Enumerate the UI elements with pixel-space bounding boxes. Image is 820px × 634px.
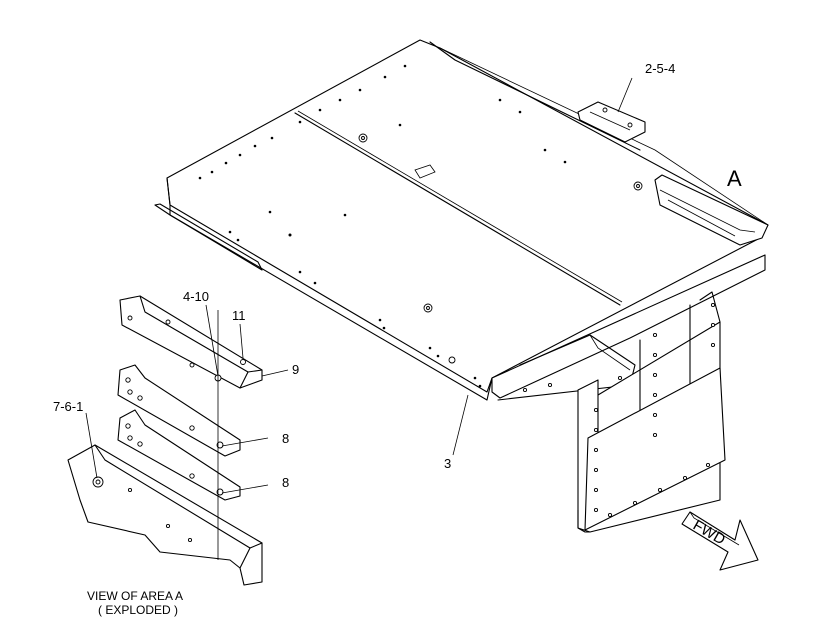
- fwd-arrow-icon: [681, 511, 759, 571]
- callout-4-10: 4-10: [183, 289, 209, 304]
- spacer-plate-item-8-lower: [117, 409, 241, 501]
- callout-3: 3: [444, 456, 451, 471]
- callout-area-a: A: [727, 166, 742, 191]
- callout-labels: 2-5-4 A 4-10 11 9 7-6-1 8 8 3: [53, 61, 742, 490]
- spacer-plate-item-8-upper: [117, 364, 241, 457]
- platform-assembly: [154, 39, 769, 401]
- caption-line-1: VIEW OF AREA A: [87, 589, 183, 603]
- callout-9: 9: [292, 362, 299, 377]
- view-caption: VIEW OF AREA A ( EXPLODED ): [87, 589, 183, 617]
- leader-lines: [85, 77, 633, 494]
- column-holes: [522, 302, 716, 518]
- fastener-dots: [198, 64, 567, 388]
- cross-beam: [491, 254, 766, 399]
- lower-plate: [584, 367, 726, 531]
- callout-7-6-1: 7-6-1: [53, 399, 83, 414]
- base-structure-fragment: [67, 444, 263, 586]
- corner-bracket-area-a: [654, 174, 769, 246]
- callout-8-lower: 8: [282, 475, 289, 490]
- exploded-view-area-a: [67, 295, 263, 586]
- platform-deck: [166, 39, 769, 393]
- callout-8-upper: 8: [282, 431, 289, 446]
- callout-2-5-4: 2-5-4: [645, 61, 675, 76]
- caption-line-2: ( EXPLODED ): [98, 603, 178, 617]
- forward-direction-arrow: FWD: [681, 511, 759, 571]
- support-frame: [491, 254, 766, 533]
- callout-11: 11: [232, 308, 246, 323]
